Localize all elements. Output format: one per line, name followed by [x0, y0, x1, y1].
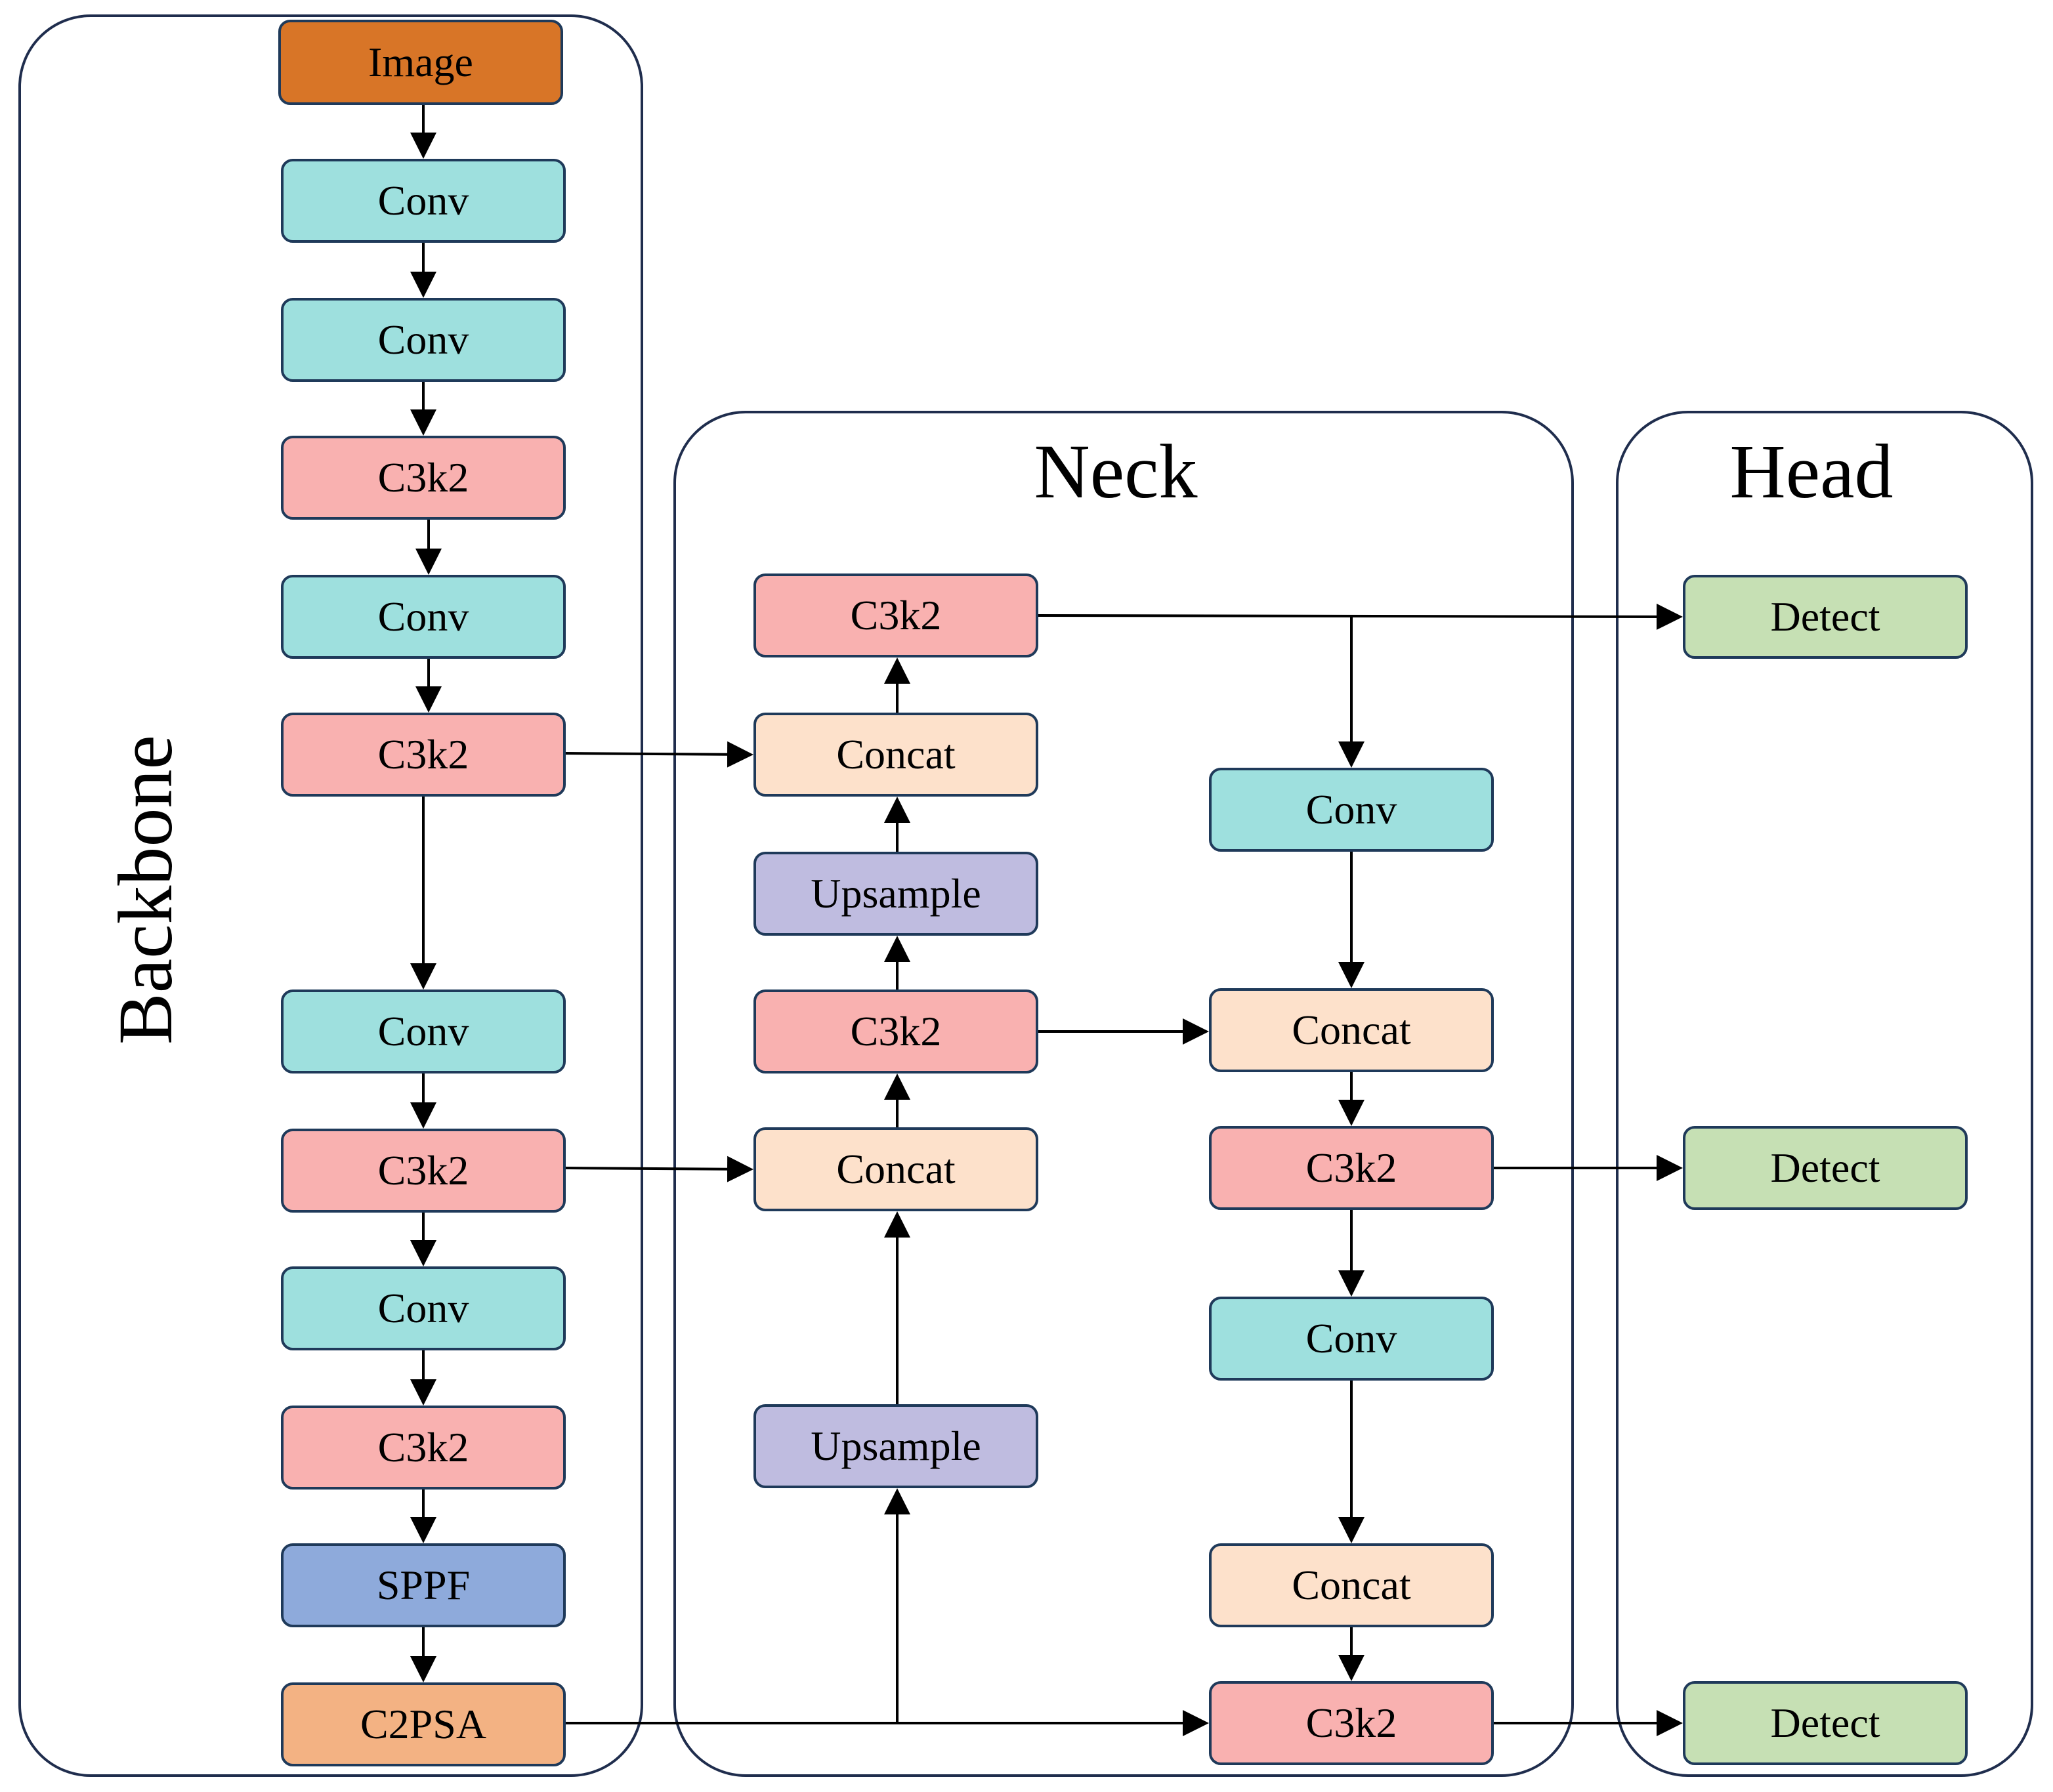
neck-concat-block-top: Concat — [753, 713, 1038, 797]
neck-panel — [673, 411, 1574, 1777]
backbone-conv-block-3: Conv — [281, 575, 566, 659]
backbone-conv-block-5: Conv — [281, 1266, 566, 1350]
neck-conv-block-top: Conv — [1209, 768, 1494, 852]
backbone-c3k2-block-1: C3k2 — [281, 436, 566, 520]
neck-c3k2-block-right-mid: C3k2 — [1209, 1126, 1494, 1210]
neck-title: Neck — [1034, 428, 1198, 514]
neck-upsample-block-top: Upsample — [753, 852, 1038, 936]
backbone-c3k2-block-3: C3k2 — [281, 1129, 566, 1213]
backbone-conv-block-1: Conv — [281, 159, 566, 243]
backbone-conv-block-2: Conv — [281, 298, 566, 382]
head-title: Head — [1729, 428, 1894, 514]
neck-c3k2-block-top: C3k2 — [753, 573, 1038, 657]
neck-concat-block-right-bottom: Concat — [1209, 1543, 1494, 1627]
backbone-image-block: Image — [278, 20, 563, 105]
neck-c3k2-block-right-bottom: C3k2 — [1209, 1681, 1494, 1765]
head-detect-block-3: Detect — [1683, 1681, 1968, 1765]
neck-concat-block-right-top: Concat — [1209, 988, 1494, 1072]
neck-concat-block-mid: Concat — [753, 1127, 1038, 1211]
backbone-sppf-block: SPPF — [281, 1543, 566, 1627]
backbone-title: Backbone — [102, 735, 188, 1045]
head-panel — [1616, 411, 2033, 1777]
neck-c3k2-block-mid: C3k2 — [753, 990, 1038, 1073]
backbone-c2psa-block: C2PSA — [281, 1682, 566, 1766]
backbone-conv-block-4: Conv — [281, 990, 566, 1073]
backbone-panel — [18, 14, 643, 1777]
neck-upsample-block-bottom: Upsample — [753, 1404, 1038, 1488]
backbone-c3k2-block-4: C3k2 — [281, 1406, 566, 1490]
backbone-c3k2-block-2: C3k2 — [281, 713, 566, 797]
head-detect-block-1: Detect — [1683, 575, 1968, 659]
head-detect-block-2: Detect — [1683, 1126, 1968, 1210]
neck-conv-block-bottom: Conv — [1209, 1297, 1494, 1381]
